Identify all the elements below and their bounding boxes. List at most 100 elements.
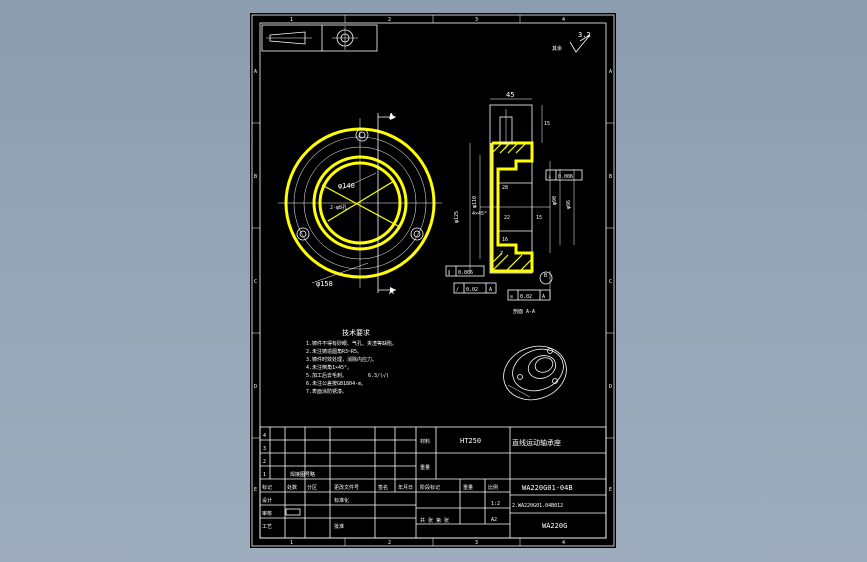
zone-left-e: E <box>254 487 257 493</box>
dim-dia-96: φ96 <box>566 200 572 209</box>
tol-coax-value: 0.02 <box>520 294 532 300</box>
front-view <box>278 113 442 293</box>
label-std: 标准化 <box>334 497 349 504</box>
label-date: 年月日 <box>398 484 413 491</box>
zone-top-2: 2 <box>388 17 391 23</box>
section-view <box>469 98 575 298</box>
label-count: 处数 <box>287 484 297 491</box>
iso-view <box>503 345 567 401</box>
zone-bottom-4: 4 <box>562 540 565 546</box>
label-sheets: 共 张 第 张 <box>420 517 449 524</box>
zone-top-1: 1 <box>290 17 293 23</box>
label-designer: 设计 <box>262 497 272 504</box>
section-title: 剖面 A-A <box>513 308 535 315</box>
dim-dia-140: φ140 <box>338 182 355 190</box>
section-mark-top: A <box>389 112 394 121</box>
tol-perpendicular: ⊥ 0.006 <box>545 169 583 181</box>
label-approve: 批准 <box>334 523 344 530</box>
sheet-size: A2 <box>491 517 497 523</box>
surface-finish-value: 3.2 <box>578 31 591 39</box>
zone-bottom-2: 2 <box>388 540 391 546</box>
rev-row-1: 1 <box>263 472 266 478</box>
material-label: 材料 <box>420 438 430 445</box>
note-line-1: 1.铸件不得有砂眼、气孔、夹渣等缺陷。 <box>306 340 397 347</box>
label-doc: 更改文件号 <box>334 484 359 491</box>
datum-b: B <box>544 273 547 279</box>
tol-circularity: / 0.02 A <box>453 282 497 294</box>
rev-row-2: 2 <box>263 459 266 465</box>
dim-28: 28 <box>502 185 508 191</box>
series-no: WA220G <box>542 522 567 530</box>
zone-left-b: B <box>254 174 257 180</box>
surface-finish-symbol: 其余 3.2 <box>552 31 591 53</box>
zone-right-a: A <box>609 69 612 75</box>
dim-4x45: 4×45° <box>472 211 487 217</box>
label-sign: 标记 <box>262 484 272 491</box>
title-block <box>259 426 607 539</box>
zone-top-4: 4 <box>562 17 565 23</box>
label-stage: 阶段标记 <box>420 484 440 491</box>
tol-perp-value: 0.006 <box>558 174 573 180</box>
svg-text:◎: ◎ <box>510 294 513 300</box>
label-ratio: 比例 <box>488 484 498 491</box>
zone-bottom-1: 1 <box>290 540 293 546</box>
label-craft: 工艺 <box>262 524 272 530</box>
dim-15: 15 <box>544 121 550 127</box>
label-signature: 签名 <box>378 484 388 491</box>
rev-note: 焊接图号略 <box>290 471 315 478</box>
drawing-sheet: 1 2 3 4 1 2 3 4 A B C D E A B C D E 其余 3… <box>250 13 616 548</box>
zone-right-c: C <box>609 279 612 285</box>
note-holes: 2-φ8孔 <box>330 204 347 211</box>
dim-dia-110: φ110 <box>472 196 478 208</box>
note-line-2: 2.未注铸造圆角R3~R5。 <box>306 348 362 355</box>
dim-dia-90: φ90 <box>552 196 558 205</box>
note-line-5: 5.加工后去毛刺。 <box>306 372 347 379</box>
inner-border <box>259 22 607 539</box>
dim-22: 22 <box>504 215 510 221</box>
note-roughness: 6.3/(√) <box>368 373 389 379</box>
note-line-6: 6.未注公差按GB1804-m。 <box>306 380 366 387</box>
zone-ticks <box>252 15 614 546</box>
zone-bottom-3: 3 <box>475 540 478 546</box>
svg-text:⊥: ⊥ <box>548 174 551 180</box>
scale-value: 1:2 <box>491 501 500 507</box>
note-line-7: 7.表面涂防锈漆。 <box>306 388 347 395</box>
dim-16: 16 <box>502 237 508 243</box>
note-line-4: 4.未注倒角1×45°。 <box>306 364 352 371</box>
dim-dia-158: φ158 <box>316 280 333 288</box>
rev-row-3: 3 <box>263 446 266 452</box>
rev-row-4: 4 <box>263 433 266 439</box>
zone-left-a: A <box>254 69 257 75</box>
dim-dia-125: φ125 <box>454 211 460 223</box>
section-mark-bottom: A <box>389 287 394 296</box>
zone-left-c: C <box>254 279 257 285</box>
dim-15b: 15 <box>536 215 542 221</box>
label-checker: 审核 <box>262 510 272 517</box>
tol-flatness-value: 0.006 <box>458 270 473 276</box>
tol-circularity-value: 0.02 <box>466 287 478 293</box>
zone-top-3: 3 <box>475 17 478 23</box>
svg-text:∥: ∥ <box>448 270 451 276</box>
notes-title: 技术要求 <box>342 328 370 337</box>
svg-text:其余: 其余 <box>552 45 562 52</box>
note-line-3: 3.铸件时效处理，消除内应力。 <box>306 356 377 363</box>
zone-left-d: D <box>254 384 257 390</box>
weight-label: 重量 <box>420 464 430 471</box>
tol-coaxiality: ◎ 0.02 A <box>507 289 551 301</box>
svg-text:/: / <box>456 287 459 293</box>
zone-right-b: B <box>609 174 612 180</box>
projection-symbol <box>261 24 378 52</box>
tol-coax-datum: A <box>542 294 545 300</box>
drawing-canvas: 1 2 3 4 1 2 3 4 A B C D E A B C D E 其余 3… <box>251 14 615 547</box>
zone-right-e: E <box>609 487 612 493</box>
material-value: HT250 <box>460 437 481 445</box>
dim-7: 7 <box>500 251 503 257</box>
dim-45: 45 <box>506 91 514 99</box>
part-name: 直线运动轴承座 <box>512 438 561 447</box>
label-weight2: 重量 <box>463 484 473 491</box>
label-zone: 分区 <box>307 484 317 491</box>
tol-flatness: ∥ 0.006 <box>445 265 485 277</box>
assembly-no: 2.WA220G01.04B012 <box>512 503 563 509</box>
drawing-no: WA220G01-04B <box>522 484 573 492</box>
zone-right-d: D <box>609 384 612 390</box>
